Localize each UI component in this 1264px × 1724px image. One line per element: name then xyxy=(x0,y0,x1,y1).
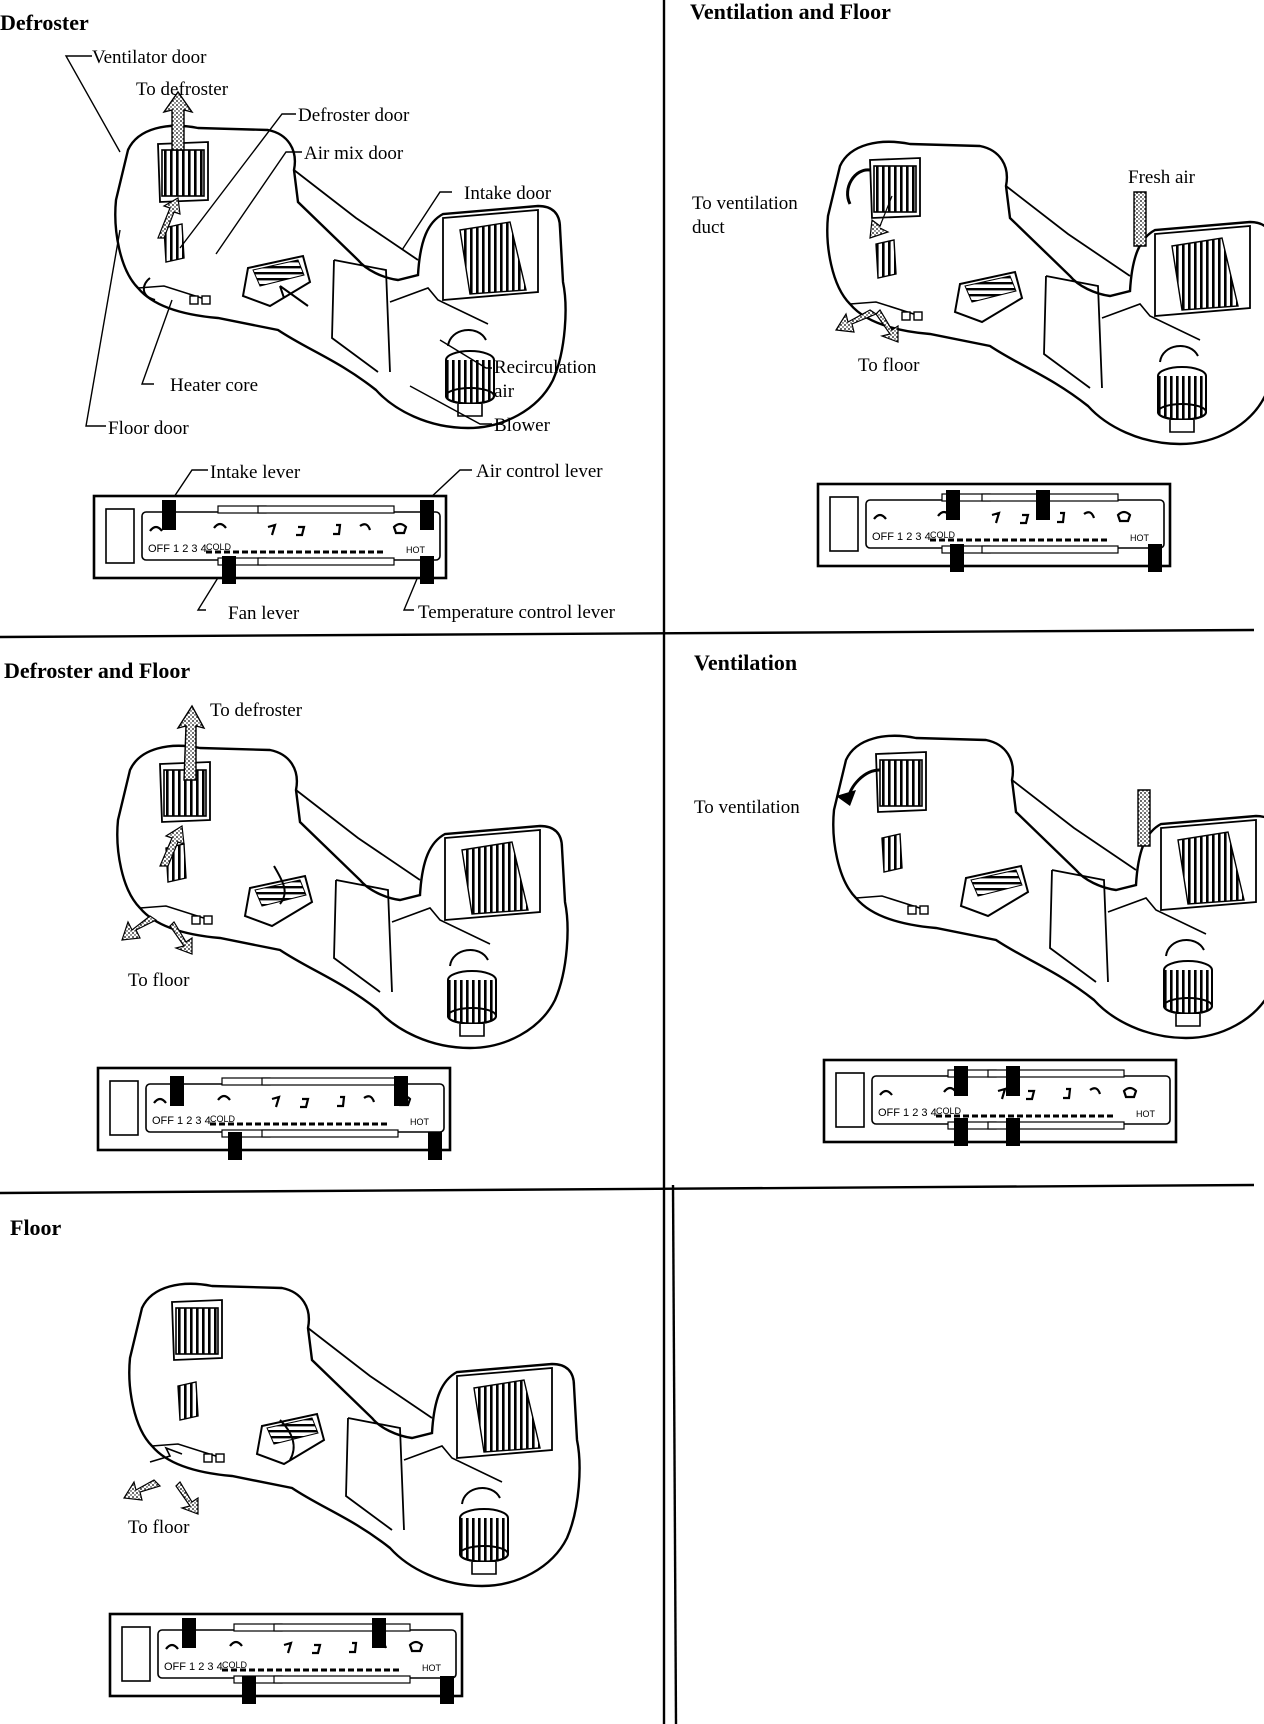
temperature-control-lever[interactable] xyxy=(1006,1118,1020,1146)
svg-text:Ventilator door: Ventilator door xyxy=(92,47,207,68)
svg-text:To defroster: To defroster xyxy=(210,700,303,721)
svg-text:Fan lever: Fan lever xyxy=(228,603,300,624)
svg-text:Fresh air: Fresh air xyxy=(1128,167,1196,188)
svg-text:Intake lever: Intake lever xyxy=(210,462,301,483)
svg-text:Floor door: Floor door xyxy=(108,418,189,439)
svg-text:To ventilation: To ventilation xyxy=(694,797,800,818)
intake-lever[interactable] xyxy=(954,1066,968,1096)
fan-lever[interactable] xyxy=(950,544,964,572)
fan-lever[interactable] xyxy=(954,1118,968,1146)
section-title: Defroster xyxy=(0,10,89,35)
temperature-control-lever[interactable] xyxy=(440,1676,454,1704)
heater-unit-diagram xyxy=(129,1284,579,1586)
heater-unit-diagram xyxy=(117,746,567,1048)
control-panel xyxy=(818,484,1170,566)
svg-text:Intake door: Intake door xyxy=(464,183,552,204)
svg-text:To floor: To floor xyxy=(858,355,920,376)
svg-text:Blower: Blower xyxy=(494,415,551,436)
intake-lever[interactable] xyxy=(946,490,960,520)
air-control-lever[interactable] xyxy=(372,1618,386,1648)
airflow-arrow-fresh-air xyxy=(1138,790,1150,846)
temperature-control-lever[interactable] xyxy=(1148,544,1162,572)
section-ventilation: Ventilation To ventilation xyxy=(694,650,1264,1146)
heater-unit-diagram xyxy=(827,142,1264,444)
heater-unit-diagram xyxy=(833,736,1264,1038)
fan-lever[interactable] xyxy=(228,1132,242,1160)
svg-text:Heater core: Heater core xyxy=(170,375,258,396)
air-control-lever[interactable] xyxy=(1036,490,1050,520)
airflow-arrow-fresh-air xyxy=(1134,192,1146,246)
svg-text:Ventilation and Floor: Ventilation and Floor xyxy=(690,0,891,24)
air-control-lever[interactable] xyxy=(420,500,434,530)
svg-text:To floor: To floor xyxy=(128,970,190,991)
svg-text:air: air xyxy=(494,381,515,402)
airflow-arrow-to-floor xyxy=(124,1480,160,1500)
intake-lever[interactable] xyxy=(182,1618,196,1648)
control-panel xyxy=(94,496,446,578)
svg-text:To defroster: To defroster xyxy=(136,79,229,100)
section-defroster: Defroster Ventilator door To defroster D… xyxy=(0,10,616,624)
svg-text:To ventilation: To ventilation xyxy=(692,193,798,214)
control-panel xyxy=(824,1060,1176,1142)
temperature-control-lever[interactable] xyxy=(420,556,434,584)
svg-text:Temperature control lever: Temperature control lever xyxy=(418,602,616,623)
svg-text:Air control lever: Air control lever xyxy=(476,461,603,482)
fan-lever[interactable] xyxy=(242,1676,256,1704)
control-panel xyxy=(110,1614,462,1696)
svg-text:duct: duct xyxy=(692,217,725,238)
section-defroster-and-floor: Defroster and Floor To defroster To floo… xyxy=(4,658,568,1160)
air-control-lever[interactable] xyxy=(394,1076,408,1106)
svg-text:Defroster door: Defroster door xyxy=(298,105,410,126)
intake-lever[interactable] xyxy=(162,500,176,530)
airflow-arrow-to-floor xyxy=(122,916,156,940)
svg-text:Floor: Floor xyxy=(10,1215,62,1240)
svg-text:Air mix door: Air mix door xyxy=(304,143,404,164)
svg-text:To floor: To floor xyxy=(128,1517,190,1538)
svg-text:Recirculation: Recirculation xyxy=(494,357,597,378)
temperature-control-lever[interactable] xyxy=(428,1132,442,1160)
section-floor: Floor To floor xyxy=(10,1215,580,1704)
intake-lever[interactable] xyxy=(170,1076,184,1106)
svg-text:Ventilation: Ventilation xyxy=(694,650,797,675)
fan-lever[interactable] xyxy=(222,556,236,584)
airflow-arrow-to-floor xyxy=(836,310,876,332)
section-ventilation-and-floor: Ventilation and Floor Fresh air To venti… xyxy=(690,0,1264,572)
svg-text:Defroster and Floor: Defroster and Floor xyxy=(4,658,190,683)
air-control-lever[interactable] xyxy=(1006,1066,1020,1096)
